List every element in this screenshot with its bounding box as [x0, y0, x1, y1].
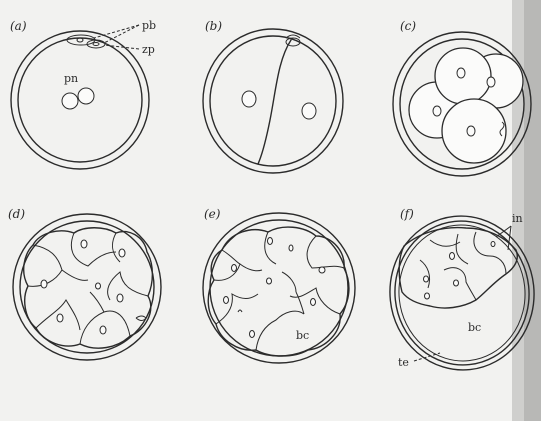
pronucleus-2	[78, 88, 94, 104]
panel-a-label: (a)	[10, 19, 27, 33]
panel-d-label: (d)	[8, 207, 25, 221]
trophectoderm-label: te	[398, 356, 409, 369]
panel-e-label: (e)	[204, 207, 221, 221]
blastomere-1-nucleus	[242, 91, 256, 107]
zp-label: zp	[142, 43, 155, 56]
icm-label: in	[512, 212, 523, 225]
blastocoel-label-e: bc	[296, 329, 309, 342]
pb-label: pb	[142, 19, 156, 32]
pronucleus-1	[62, 93, 78, 109]
pn-label: pn	[64, 72, 78, 85]
blastocoel-label-f: bc	[468, 321, 481, 334]
blastomere-2-nucleus	[302, 103, 316, 119]
panel-b-label: (b)	[205, 19, 222, 33]
panel-f-label: (f)	[400, 207, 414, 221]
panel-c-label: (c)	[400, 19, 416, 33]
